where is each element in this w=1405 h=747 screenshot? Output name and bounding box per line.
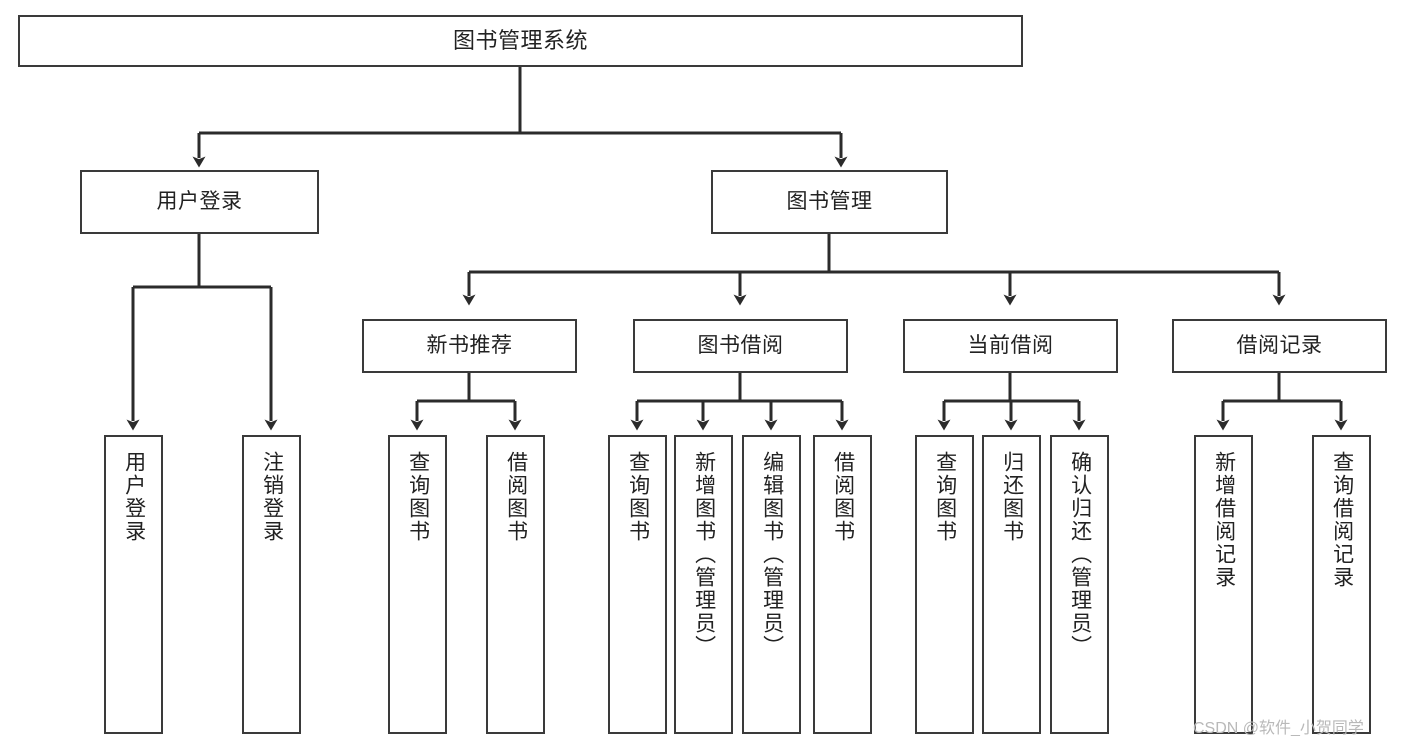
leaf-borrow-borrow-book-label: 借阅图书 [831,451,855,543]
leaf-borrow-borrow-book[interactable]: 借阅图书 [813,435,872,734]
watermark: CSDN @软件_小贺同学 [1193,720,1364,737]
leaf-current-return-book-label: 归还图书 [1000,451,1024,543]
node-new-book-recommend[interactable]: 新书推荐 [362,319,577,373]
leaf-current-return-book[interactable]: 归还图书 [982,435,1041,734]
node-borrow-record[interactable]: 借阅记录 [1172,319,1387,373]
node-root[interactable]: 图书管理系统 [18,15,1023,67]
node-user-login[interactable]: 用户登录 [80,170,319,234]
leaf-user-login[interactable]: 用户登录 [104,435,163,734]
leaf-recommend-borrow-book[interactable]: 借阅图书 [486,435,545,734]
node-current-borrow-label: 当前借阅 [967,333,1054,357]
leaf-record-query[interactable]: 查询借阅记录 [1312,435,1371,734]
leaf-recommend-borrow-book-label: 借阅图书 [504,451,528,543]
node-user-login-label: 用户登录 [156,189,243,213]
leaf-current-query-book-label: 查询图书 [933,451,957,543]
node-borrow-record-label: 借阅记录 [1236,333,1323,357]
leaf-recommend-query-book[interactable]: 查询图书 [388,435,447,734]
node-book-borrow-label: 图书借阅 [697,333,784,357]
leaf-borrow-query-book[interactable]: 查询图书 [608,435,667,734]
leaf-user-login-label: 用户登录 [122,451,146,543]
leaf-borrow-edit-book[interactable]: 编辑图书（管理员） [742,435,801,734]
leaf-record-query-label: 查询借阅记录 [1330,451,1354,589]
leaf-record-add-label: 新增借阅记录 [1212,451,1236,589]
leaf-borrow-edit-book-label: 编辑图书（管理员） [760,451,784,658]
node-current-borrow[interactable]: 当前借阅 [903,319,1118,373]
leaf-current-query-book[interactable]: 查询图书 [915,435,974,734]
leaf-current-confirm-return-label: 确认归还（管理员） [1068,451,1092,658]
node-root-label: 图书管理系统 [452,28,588,54]
node-book-borrow[interactable]: 图书借阅 [633,319,848,373]
leaf-borrow-add-book-label: 新增图书（管理员） [692,451,716,658]
leaf-recommend-query-book-label: 查询图书 [406,451,430,543]
leaf-logout[interactable]: 注销登录 [242,435,301,734]
node-new-book-recommend-label: 新书推荐 [426,333,513,357]
leaf-borrow-query-book-label: 查询图书 [626,451,650,543]
leaf-record-add[interactable]: 新增借阅记录 [1194,435,1253,734]
leaf-borrow-add-book[interactable]: 新增图书（管理员） [674,435,733,734]
leaf-current-confirm-return[interactable]: 确认归还（管理员） [1050,435,1109,734]
leaf-logout-label: 注销登录 [260,451,284,543]
node-book-management-label: 图书管理 [786,189,873,213]
node-book-management[interactable]: 图书管理 [711,170,948,234]
